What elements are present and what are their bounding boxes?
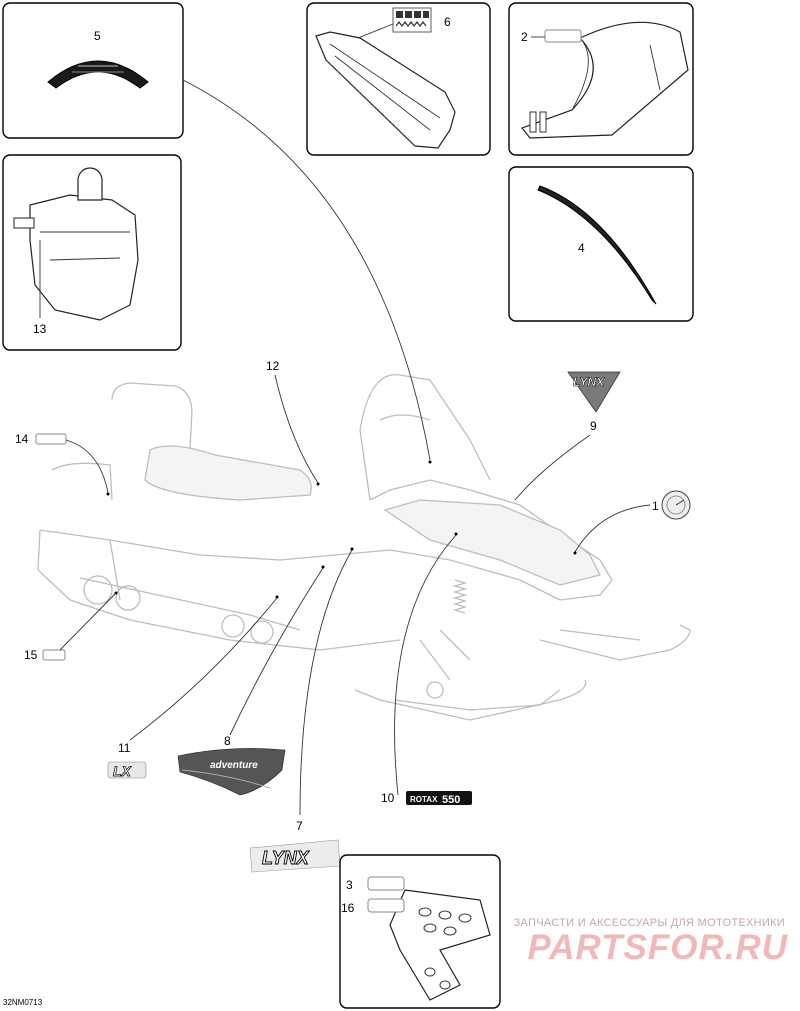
- footrest-decal-plate-16: [367, 898, 405, 913]
- windshield-trim-strip: [537, 185, 657, 305]
- suspension-decal-plate: [42, 649, 66, 661]
- snowmobile-outline: [37, 374, 691, 721]
- callout-12: 12: [266, 359, 280, 373]
- gauge-decal: [661, 490, 691, 520]
- lynx-hood-decal: LYNX: [567, 371, 621, 413]
- callout-4: 4: [578, 241, 585, 255]
- callout-9: 9: [590, 419, 597, 433]
- rotax-number-text: 550: [442, 794, 460, 806]
- lx-text: LX: [113, 763, 133, 779]
- seat-part: [315, 31, 456, 149]
- callout-1: 1: [652, 499, 659, 513]
- adventure-text: adventure: [210, 760, 258, 771]
- fuel-tank-part: [13, 167, 139, 321]
- callout-3: 3: [346, 878, 353, 892]
- watermark-tagline: ЗАПЧАСТИ И АКСЕССУАРЫ ДЛЯ МОТОТЕХНИКИ: [513, 917, 785, 929]
- lx-decal: LX: [107, 761, 147, 779]
- callout-11: 11: [118, 741, 131, 755]
- rotax-word-text: ROTAX: [410, 795, 438, 804]
- rotax-engine-decal: ROTAX 550: [406, 791, 472, 806]
- lynx-side-decal: LYNX: [249, 839, 341, 873]
- adventure-side-decal: adventure: [177, 748, 286, 796]
- tunnel-part: [521, 21, 689, 139]
- detail-box-4: [508, 166, 694, 322]
- lynx-large-text: LYNX: [262, 848, 310, 868]
- callout-2: 2: [521, 30, 528, 44]
- callout-5: 5: [94, 29, 101, 43]
- rack-decal-plate: [35, 433, 67, 445]
- callout-7: 7: [296, 819, 303, 833]
- callout-10: 10: [381, 791, 395, 805]
- fuel-cap-ring-decal: [47, 60, 149, 89]
- callout-15: 15: [24, 648, 38, 662]
- footrest-part: [389, 889, 491, 1001]
- callout-13: 13: [33, 322, 47, 336]
- tunnel-decal-plate: [544, 29, 582, 43]
- callout-16: 16: [341, 901, 355, 915]
- warning-label-decal: [392, 7, 432, 33]
- callout-6: 6: [444, 15, 451, 29]
- drawing-code: 32NM0713: [3, 998, 43, 1007]
- callout-8: 8: [224, 734, 231, 748]
- lynx-small-text: LYNX: [573, 375, 605, 389]
- watermark-logo: PARTSFOR.RU: [527, 928, 788, 967]
- footrest-decal-plate-3: [367, 876, 405, 891]
- callout-14: 14: [15, 432, 29, 446]
